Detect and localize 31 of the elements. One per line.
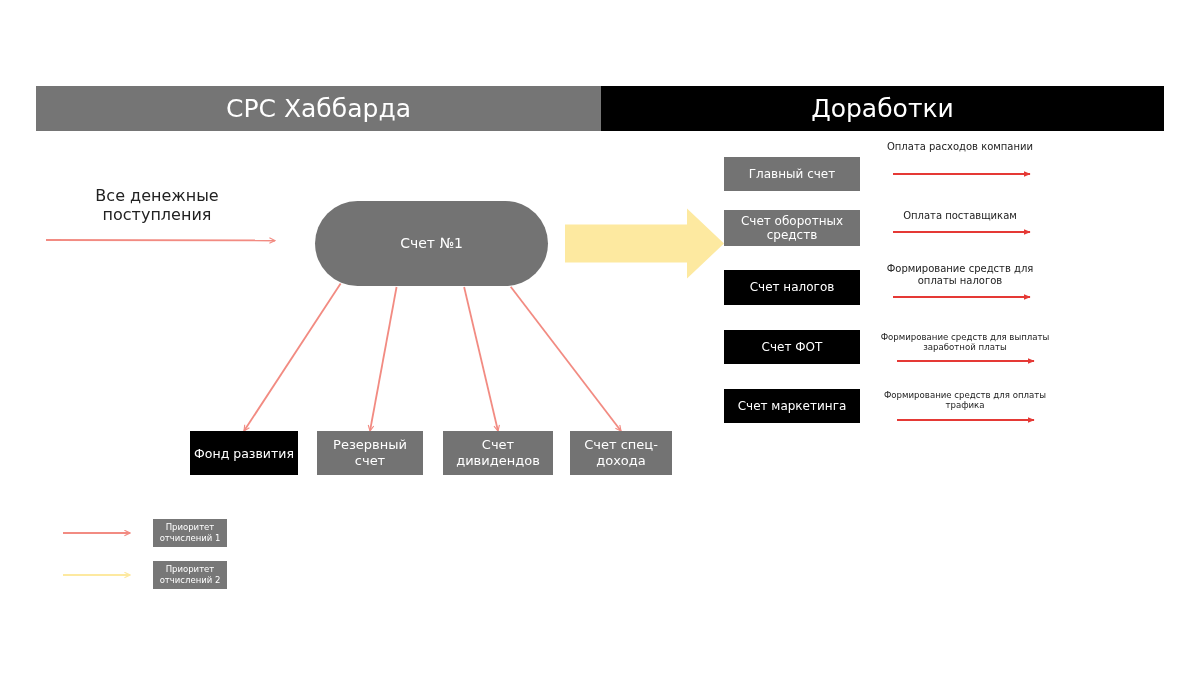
account-box: Резервный счет bbox=[317, 431, 423, 475]
edge-label: Все денежные поступления bbox=[94, 186, 220, 225]
arrow bbox=[896, 358, 1035, 364]
arrow bbox=[892, 294, 1031, 300]
arrow bbox=[892, 171, 1031, 177]
account-box: Счет дивидендов bbox=[443, 431, 553, 475]
account-box: Счет налогов bbox=[724, 270, 860, 305]
account-box: Фонд развития bbox=[190, 431, 298, 475]
arrow bbox=[892, 229, 1031, 235]
edge-label: Оплата расходов компании bbox=[885, 141, 1035, 153]
account-box: Счет маркетинга bbox=[724, 389, 860, 423]
arrow bbox=[896, 417, 1035, 423]
edge-label: Формирование средств для выплаты заработной платы bbox=[879, 332, 1051, 353]
block-arrow bbox=[565, 208, 724, 279]
account-box: Счет ФОТ bbox=[724, 330, 860, 364]
edge-label: Оплата поставщикам bbox=[902, 210, 1018, 222]
account-box: Счет спец-дохода bbox=[570, 431, 672, 475]
edge-label: Формирование средств для оплаты налогов bbox=[885, 263, 1035, 287]
account-box: Счет оборотных средств bbox=[724, 210, 860, 246]
legend-label: Приоритет отчислений 2 bbox=[153, 561, 227, 589]
arrow bbox=[367, 286, 398, 432]
arrow bbox=[463, 286, 500, 432]
edge-label: Формирование средств для оплаты трафика bbox=[882, 390, 1048, 411]
account-pill: Счет №1 bbox=[315, 201, 548, 286]
legend-label: Приоритет отчислений 1 bbox=[153, 519, 227, 547]
arrow bbox=[243, 282, 342, 432]
arrow bbox=[45, 237, 276, 244]
arrow bbox=[509, 285, 622, 432]
header-band: Доработки bbox=[601, 86, 1164, 131]
header-band: СРС Хаббарда bbox=[36, 86, 601, 131]
account-box: Главный счет bbox=[724, 157, 860, 191]
